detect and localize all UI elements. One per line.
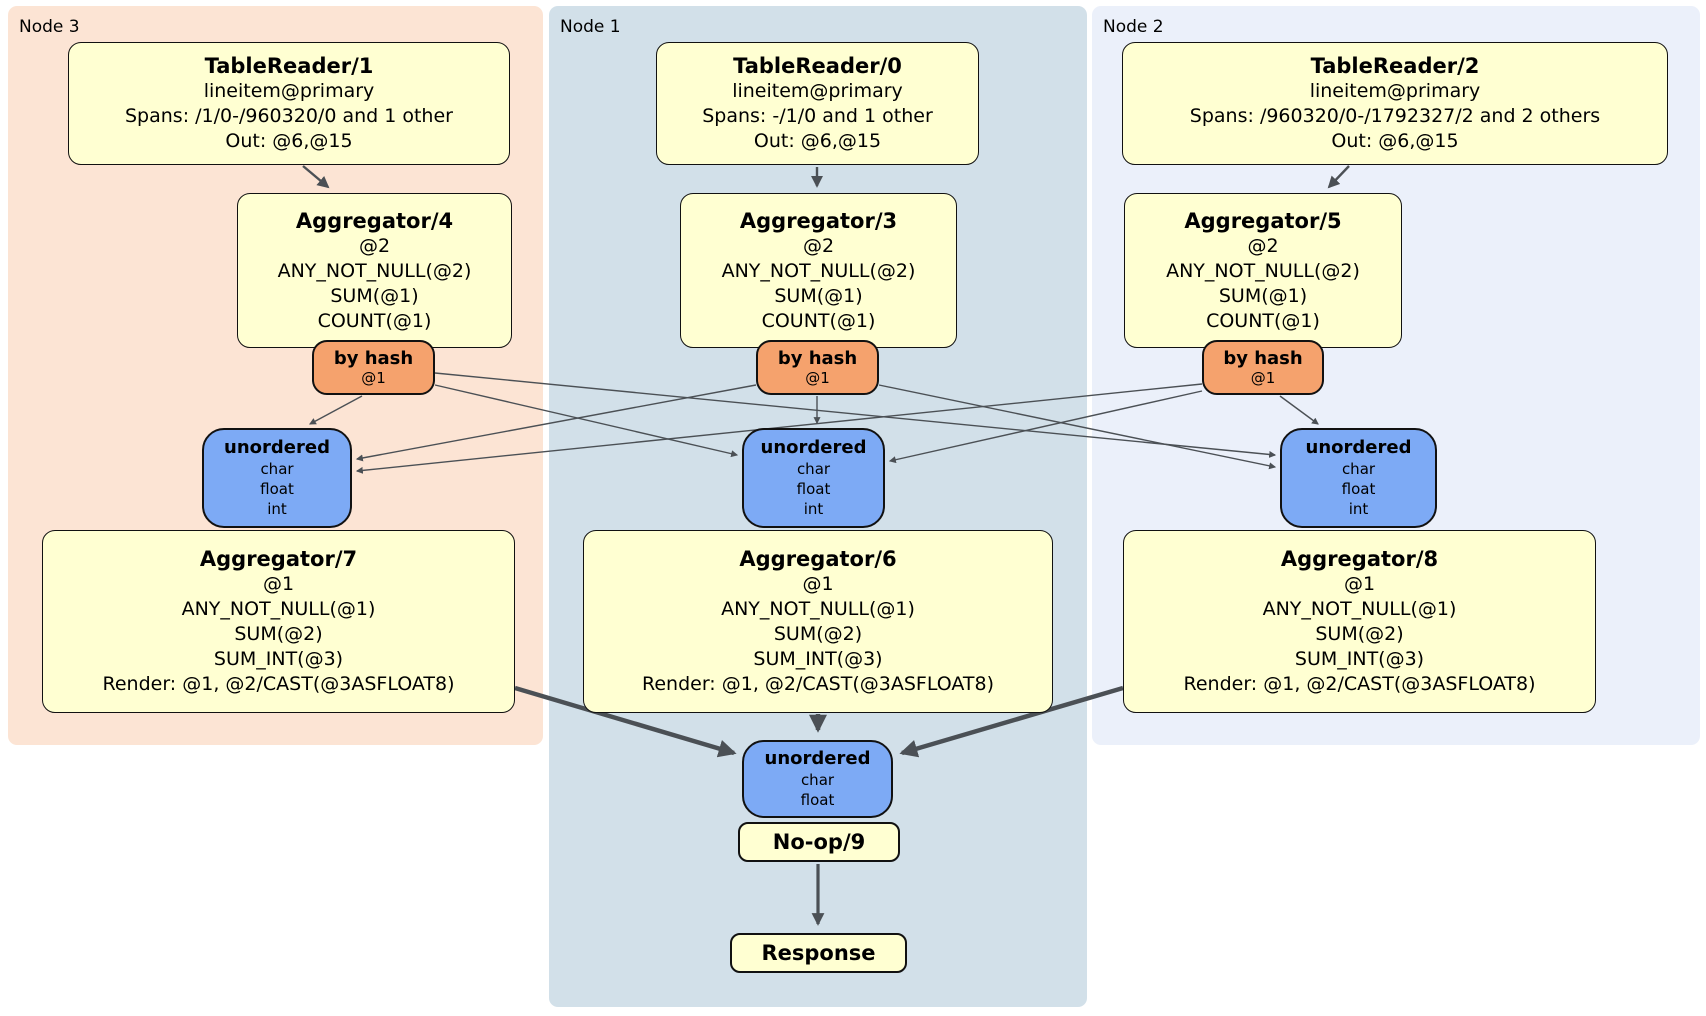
processor-detail: Out: @6,@15 bbox=[1331, 130, 1459, 152]
processor-detail: SUM_INT(@3) bbox=[1294, 648, 1425, 670]
unordered-sync-box: unordered char float int bbox=[202, 428, 352, 528]
hash-router-box: by hash @1 bbox=[312, 340, 435, 395]
sync-column: int bbox=[803, 500, 824, 518]
processor-detail: SUM(@1) bbox=[1218, 284, 1308, 307]
processor-detail: ANY_NOT_NULL(@1) bbox=[721, 598, 915, 620]
sync-title: unordered bbox=[1305, 437, 1412, 458]
processor-detail: SUM_INT(@3) bbox=[213, 648, 344, 670]
sync-column: float bbox=[1341, 480, 1376, 498]
sync-column: char bbox=[1341, 460, 1376, 478]
processor-detail: ANY_NOT_NULL(@2) bbox=[277, 259, 472, 282]
unordered-sync-box: unordered char float int bbox=[1280, 428, 1437, 528]
sync-column: char bbox=[800, 771, 835, 789]
processor-detail: Out: @6,@15 bbox=[753, 130, 882, 152]
processor-detail: ANY_NOT_NULL(@1) bbox=[1262, 598, 1457, 620]
processor-detail: @1 bbox=[262, 573, 295, 595]
processor-detail: COUNT(@1) bbox=[761, 309, 876, 332]
sync-title: unordered bbox=[760, 437, 867, 458]
processor-detail: Spans: /960320/0-/1792327/2 and 2 others bbox=[1189, 105, 1601, 127]
processor-detail: Spans: /1/0-/960320/0 and 1 other bbox=[125, 105, 453, 127]
router-title: by hash bbox=[777, 348, 858, 369]
processor-title: Aggregator/3 bbox=[739, 208, 898, 233]
router-detail: @1 bbox=[361, 369, 386, 387]
processor-detail: COUNT(@1) bbox=[1206, 309, 1320, 332]
processor-detail: ANY_NOT_NULL(@1) bbox=[181, 598, 376, 620]
sync-column: float bbox=[796, 480, 831, 498]
processor-detail: COUNT(@1) bbox=[317, 309, 432, 332]
hash-router-box: by hash @1 bbox=[1202, 340, 1324, 395]
sync-title: unordered bbox=[764, 748, 871, 769]
processor-detail: @1 bbox=[802, 573, 834, 595]
processor-title: Aggregator/6 bbox=[739, 547, 897, 571]
processor-detail: @2 bbox=[802, 234, 835, 257]
sync-column: int bbox=[267, 500, 287, 518]
processor-detail: SUM(@2) bbox=[773, 623, 863, 645]
processor-detail: @1 bbox=[1343, 573, 1376, 595]
processor-detail: Out: @6,@15 bbox=[225, 130, 353, 152]
processor-title: TableReader/2 bbox=[1310, 54, 1480, 78]
processor-detail: SUM(@1) bbox=[330, 284, 419, 307]
sync-column: float bbox=[800, 791, 835, 809]
final-unordered-sync-box: unordered char float bbox=[742, 740, 893, 818]
processor-detail: @2 bbox=[1247, 234, 1279, 257]
processor-detail: lineitem@primary bbox=[203, 80, 375, 102]
processor-title: Response bbox=[761, 941, 876, 965]
node1-label: Node 1 bbox=[560, 17, 621, 37]
processor-detail: ANY_NOT_NULL(@2) bbox=[721, 259, 916, 282]
sync-column: char bbox=[796, 460, 831, 478]
processor-detail: SUM(@2) bbox=[1315, 623, 1404, 645]
aggregator-6-box: Aggregator/6 @1 ANY_NOT_NULL(@1) SUM(@2)… bbox=[583, 530, 1053, 713]
aggregator-5-box: Aggregator/5 @2 ANY_NOT_NULL(@2) SUM(@1)… bbox=[1124, 193, 1402, 348]
processor-title: Aggregator/7 bbox=[199, 547, 358, 571]
processor-detail: Render: @1, @2/CAST(@3ASFLOAT8) bbox=[642, 673, 994, 695]
unordered-sync-box: unordered char float int bbox=[742, 428, 885, 528]
processor-detail: lineitem@primary bbox=[1309, 80, 1481, 102]
node2-label: Node 2 bbox=[1103, 17, 1164, 37]
hash-router-box: by hash @1 bbox=[756, 340, 879, 395]
processor-detail: SUM(@2) bbox=[234, 623, 323, 645]
aggregator-8-box: Aggregator/8 @1 ANY_NOT_NULL(@1) SUM(@2)… bbox=[1123, 530, 1596, 713]
node3-label: Node 3 bbox=[19, 17, 80, 37]
processor-detail: SUM_INT(@3) bbox=[753, 648, 883, 670]
noop-box: No-op/9 bbox=[738, 822, 900, 862]
aggregator-3-box: Aggregator/3 @2 ANY_NOT_NULL(@2) SUM(@1)… bbox=[680, 193, 957, 348]
processor-title: No-op/9 bbox=[772, 830, 866, 854]
table-reader-1-box: TableReader/1 lineitem@primary Spans: /1… bbox=[68, 42, 510, 165]
processor-detail: Render: @1, @2/CAST(@3ASFLOAT8) bbox=[102, 673, 455, 695]
table-reader-2-box: TableReader/2 lineitem@primary Spans: /9… bbox=[1122, 42, 1668, 165]
router-title: by hash bbox=[1223, 348, 1303, 369]
sync-column: int bbox=[1348, 500, 1369, 518]
table-reader-0-box: TableReader/0 lineitem@primary Spans: -/… bbox=[656, 42, 979, 165]
sync-column: float bbox=[260, 480, 294, 498]
router-detail: @1 bbox=[1250, 369, 1276, 387]
processor-detail: ANY_NOT_NULL(@2) bbox=[1166, 259, 1360, 282]
processor-detail: Render: @1, @2/CAST(@3ASFLOAT8) bbox=[1183, 673, 1536, 695]
aggregator-4-box: Aggregator/4 @2 ANY_NOT_NULL(@2) SUM(@1)… bbox=[237, 193, 512, 348]
router-detail: @1 bbox=[805, 369, 830, 387]
processor-title: TableReader/1 bbox=[204, 54, 374, 78]
processor-detail: lineitem@primary bbox=[732, 80, 903, 102]
processor-title: TableReader/0 bbox=[733, 54, 902, 78]
response-box: Response bbox=[730, 933, 907, 973]
sync-title: unordered bbox=[224, 437, 330, 458]
router-title: by hash bbox=[333, 348, 414, 369]
processor-detail: @2 bbox=[358, 234, 391, 257]
sync-column: char bbox=[260, 460, 294, 478]
processor-detail: SUM(@1) bbox=[774, 284, 863, 307]
processor-title: Aggregator/8 bbox=[1280, 547, 1439, 571]
aggregator-7-box: Aggregator/7 @1 ANY_NOT_NULL(@1) SUM(@2)… bbox=[42, 530, 515, 713]
processor-detail: Spans: -/1/0 and 1 other bbox=[702, 105, 933, 127]
processor-title: Aggregator/4 bbox=[295, 208, 454, 233]
processor-title: Aggregator/5 bbox=[1184, 208, 1342, 233]
